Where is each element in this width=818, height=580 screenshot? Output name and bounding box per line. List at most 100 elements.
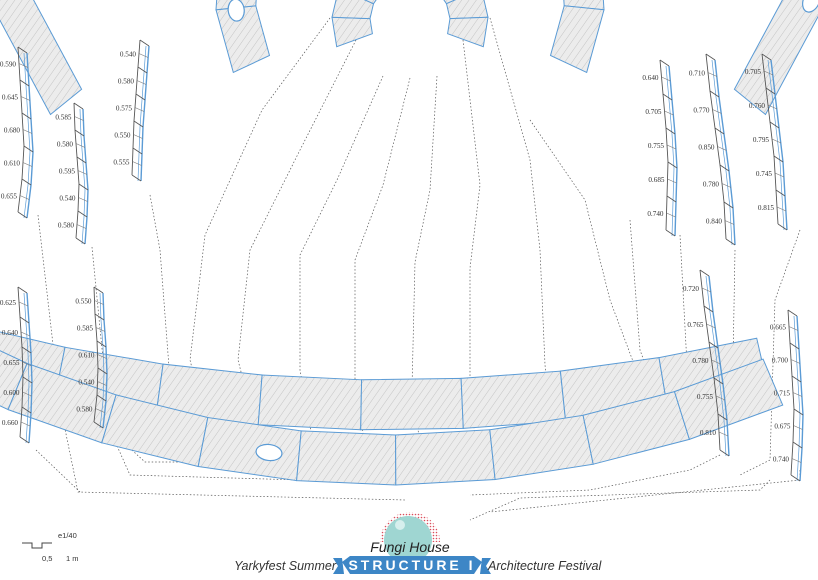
dimension-value: 0.595: [59, 168, 76, 176]
dimension-value: 0.710: [689, 70, 706, 78]
dimension-value: 0.700: [772, 357, 789, 365]
column-tick: [97, 367, 108, 375]
strip-opening: [227, 0, 245, 22]
column-tick: [73, 102, 84, 110]
strip-3: [0, 0, 818, 116]
dimension-value: 0.610: [4, 160, 21, 168]
column-tick: [775, 189, 786, 197]
strip-panel: [257, 374, 363, 431]
dimension-value: 0.600: [3, 389, 20, 397]
column-tick: [17, 46, 28, 54]
column-tick: [19, 79, 30, 87]
column-edge: [140, 45, 150, 182]
column-edge: [770, 59, 788, 231]
column-tick: [75, 237, 86, 245]
connector-line: [529, 119, 641, 381]
column-tick: [719, 164, 730, 172]
dimension-value: 0.850: [698, 144, 715, 152]
dimension-value: 0.705: [745, 68, 762, 76]
column-tick: [93, 286, 104, 294]
column-edge: [26, 52, 34, 219]
dimension-value: 0.550: [114, 132, 131, 140]
column-edge: [102, 292, 108, 429]
dimension-value: 0.640: [642, 74, 659, 82]
column-tick: [709, 90, 720, 98]
column-tick: [21, 112, 32, 120]
column-tick: [662, 93, 673, 101]
column-tick: [714, 127, 725, 135]
connector-line: [469, 454, 721, 496]
dimension-value: 0.540: [78, 379, 95, 387]
column-tick: [96, 394, 107, 402]
column-edge: [668, 65, 678, 237]
column-tick: [74, 129, 85, 137]
strip-panel: [445, 0, 489, 20]
column-edge: [714, 59, 736, 246]
dimension-value: 0.655: [3, 359, 20, 367]
strip-panel: [447, 16, 489, 48]
column-tick: [96, 340, 107, 348]
column-tick: [791, 375, 802, 383]
dimension-value: 0.795: [753, 136, 770, 144]
connector-line: [731, 249, 736, 421]
dimension-value: 0.580: [118, 78, 135, 86]
dimension-value: 0.780: [703, 181, 720, 189]
column-tick: [19, 436, 30, 444]
column-tick: [21, 406, 32, 414]
column-tick: [665, 229, 676, 237]
strip-panel: [331, 16, 373, 48]
column-tick: [659, 59, 670, 67]
column-edge: [796, 315, 804, 482]
column-tick: [131, 174, 142, 182]
column-tick: [703, 305, 714, 313]
column-tick: [793, 408, 804, 416]
structure-banner: [342, 556, 482, 574]
dimension-value: 0.780: [692, 357, 709, 365]
column-tick: [137, 66, 148, 74]
dimension-columns: 0.5900.6450.6800.6100.6550.5400.5800.575…: [0, 39, 804, 482]
strip-panel: [197, 416, 302, 482]
column-tick: [94, 313, 105, 321]
connector-line: [489, 17, 556, 456]
dimension-value: 0.755: [697, 393, 714, 401]
connector-line: [469, 479, 771, 521]
column-tick: [19, 316, 30, 324]
column-tick: [761, 53, 772, 61]
strip-1: [331, 0, 489, 48]
dimension-value: 0.585: [55, 114, 72, 122]
dimension-value: 0.660: [2, 419, 19, 427]
title-block: Fungi House STRUCTURE I Yarkyfest Summer…: [234, 512, 602, 574]
column-tick: [132, 147, 143, 155]
column-tick: [135, 93, 146, 101]
dimension-value: 0.665: [770, 324, 787, 332]
column-tick: [723, 201, 734, 209]
strip-panel: [360, 377, 464, 431]
dimension-value: 0.575: [116, 105, 133, 113]
column-tick: [93, 421, 104, 429]
column-tick: [792, 441, 803, 449]
dimension-value: 0.680: [4, 127, 21, 135]
column-tick: [708, 341, 719, 349]
column-tick: [699, 269, 710, 277]
scale-metre: 1 m: [66, 554, 79, 563]
column-tick: [790, 474, 801, 482]
column-tick: [765, 87, 776, 95]
dimension-value: 0.720: [683, 285, 700, 293]
column-edge: [26, 292, 33, 444]
dimension-value: 0.555: [113, 159, 130, 167]
dimension-value: 0.675: [774, 423, 791, 431]
column-tick: [777, 223, 788, 231]
column-tick: [717, 413, 728, 421]
dimension-value: 0.580: [57, 141, 74, 149]
column-tick: [713, 377, 724, 385]
column-tick: [23, 145, 34, 153]
strip-opening: [802, 0, 818, 13]
festival-left: Yarkyfest Summer: [234, 559, 337, 573]
dimension-value: 0.810: [700, 429, 717, 437]
